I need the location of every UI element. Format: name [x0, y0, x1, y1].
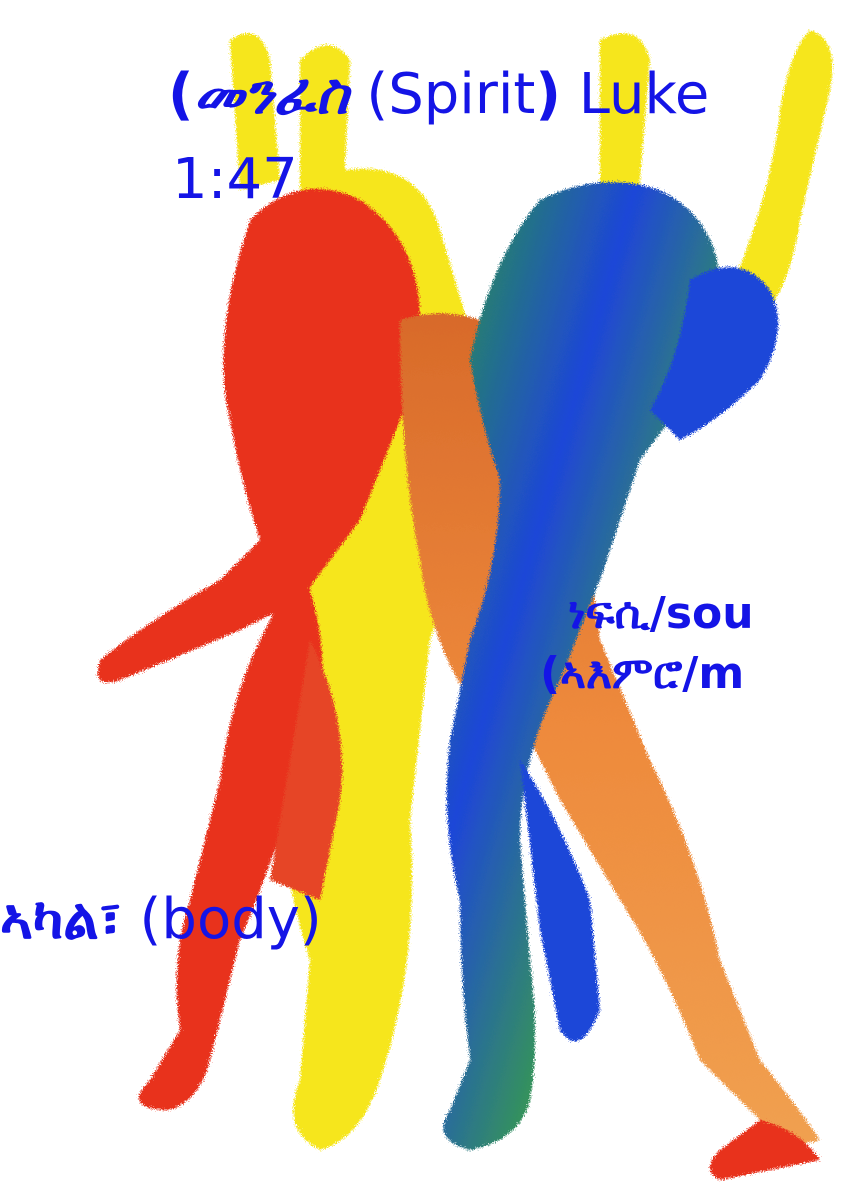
spirit-reference-verse: 1:47 [172, 152, 298, 208]
spirit-open-paren: ( [168, 62, 194, 127]
spirit-close-paren: ) [535, 62, 561, 127]
body-label: ኣካል፣ (body) [0, 892, 322, 948]
spirit-reference-chapter-verse: 1:47 [172, 147, 298, 212]
spirit-reference-book: Luke [561, 62, 709, 127]
spirit-label: (መንፈስ (Spirit) Luke [168, 66, 709, 123]
spirit-english-word: (Spirit [349, 62, 536, 127]
mind-label: (ኣእምሮ/m [540, 652, 744, 696]
spirit-amharic-word: መንፈስ [194, 61, 349, 127]
body-english-word: (body) [122, 887, 322, 952]
body-amharic-word: ኣካል፣ [0, 887, 122, 952]
mind-label-text: (ኣእምሮ/m [540, 648, 744, 699]
soul-label-text: ነፍሲ/sou [568, 588, 754, 639]
soul-label: ነፍሲ/sou [568, 592, 754, 636]
